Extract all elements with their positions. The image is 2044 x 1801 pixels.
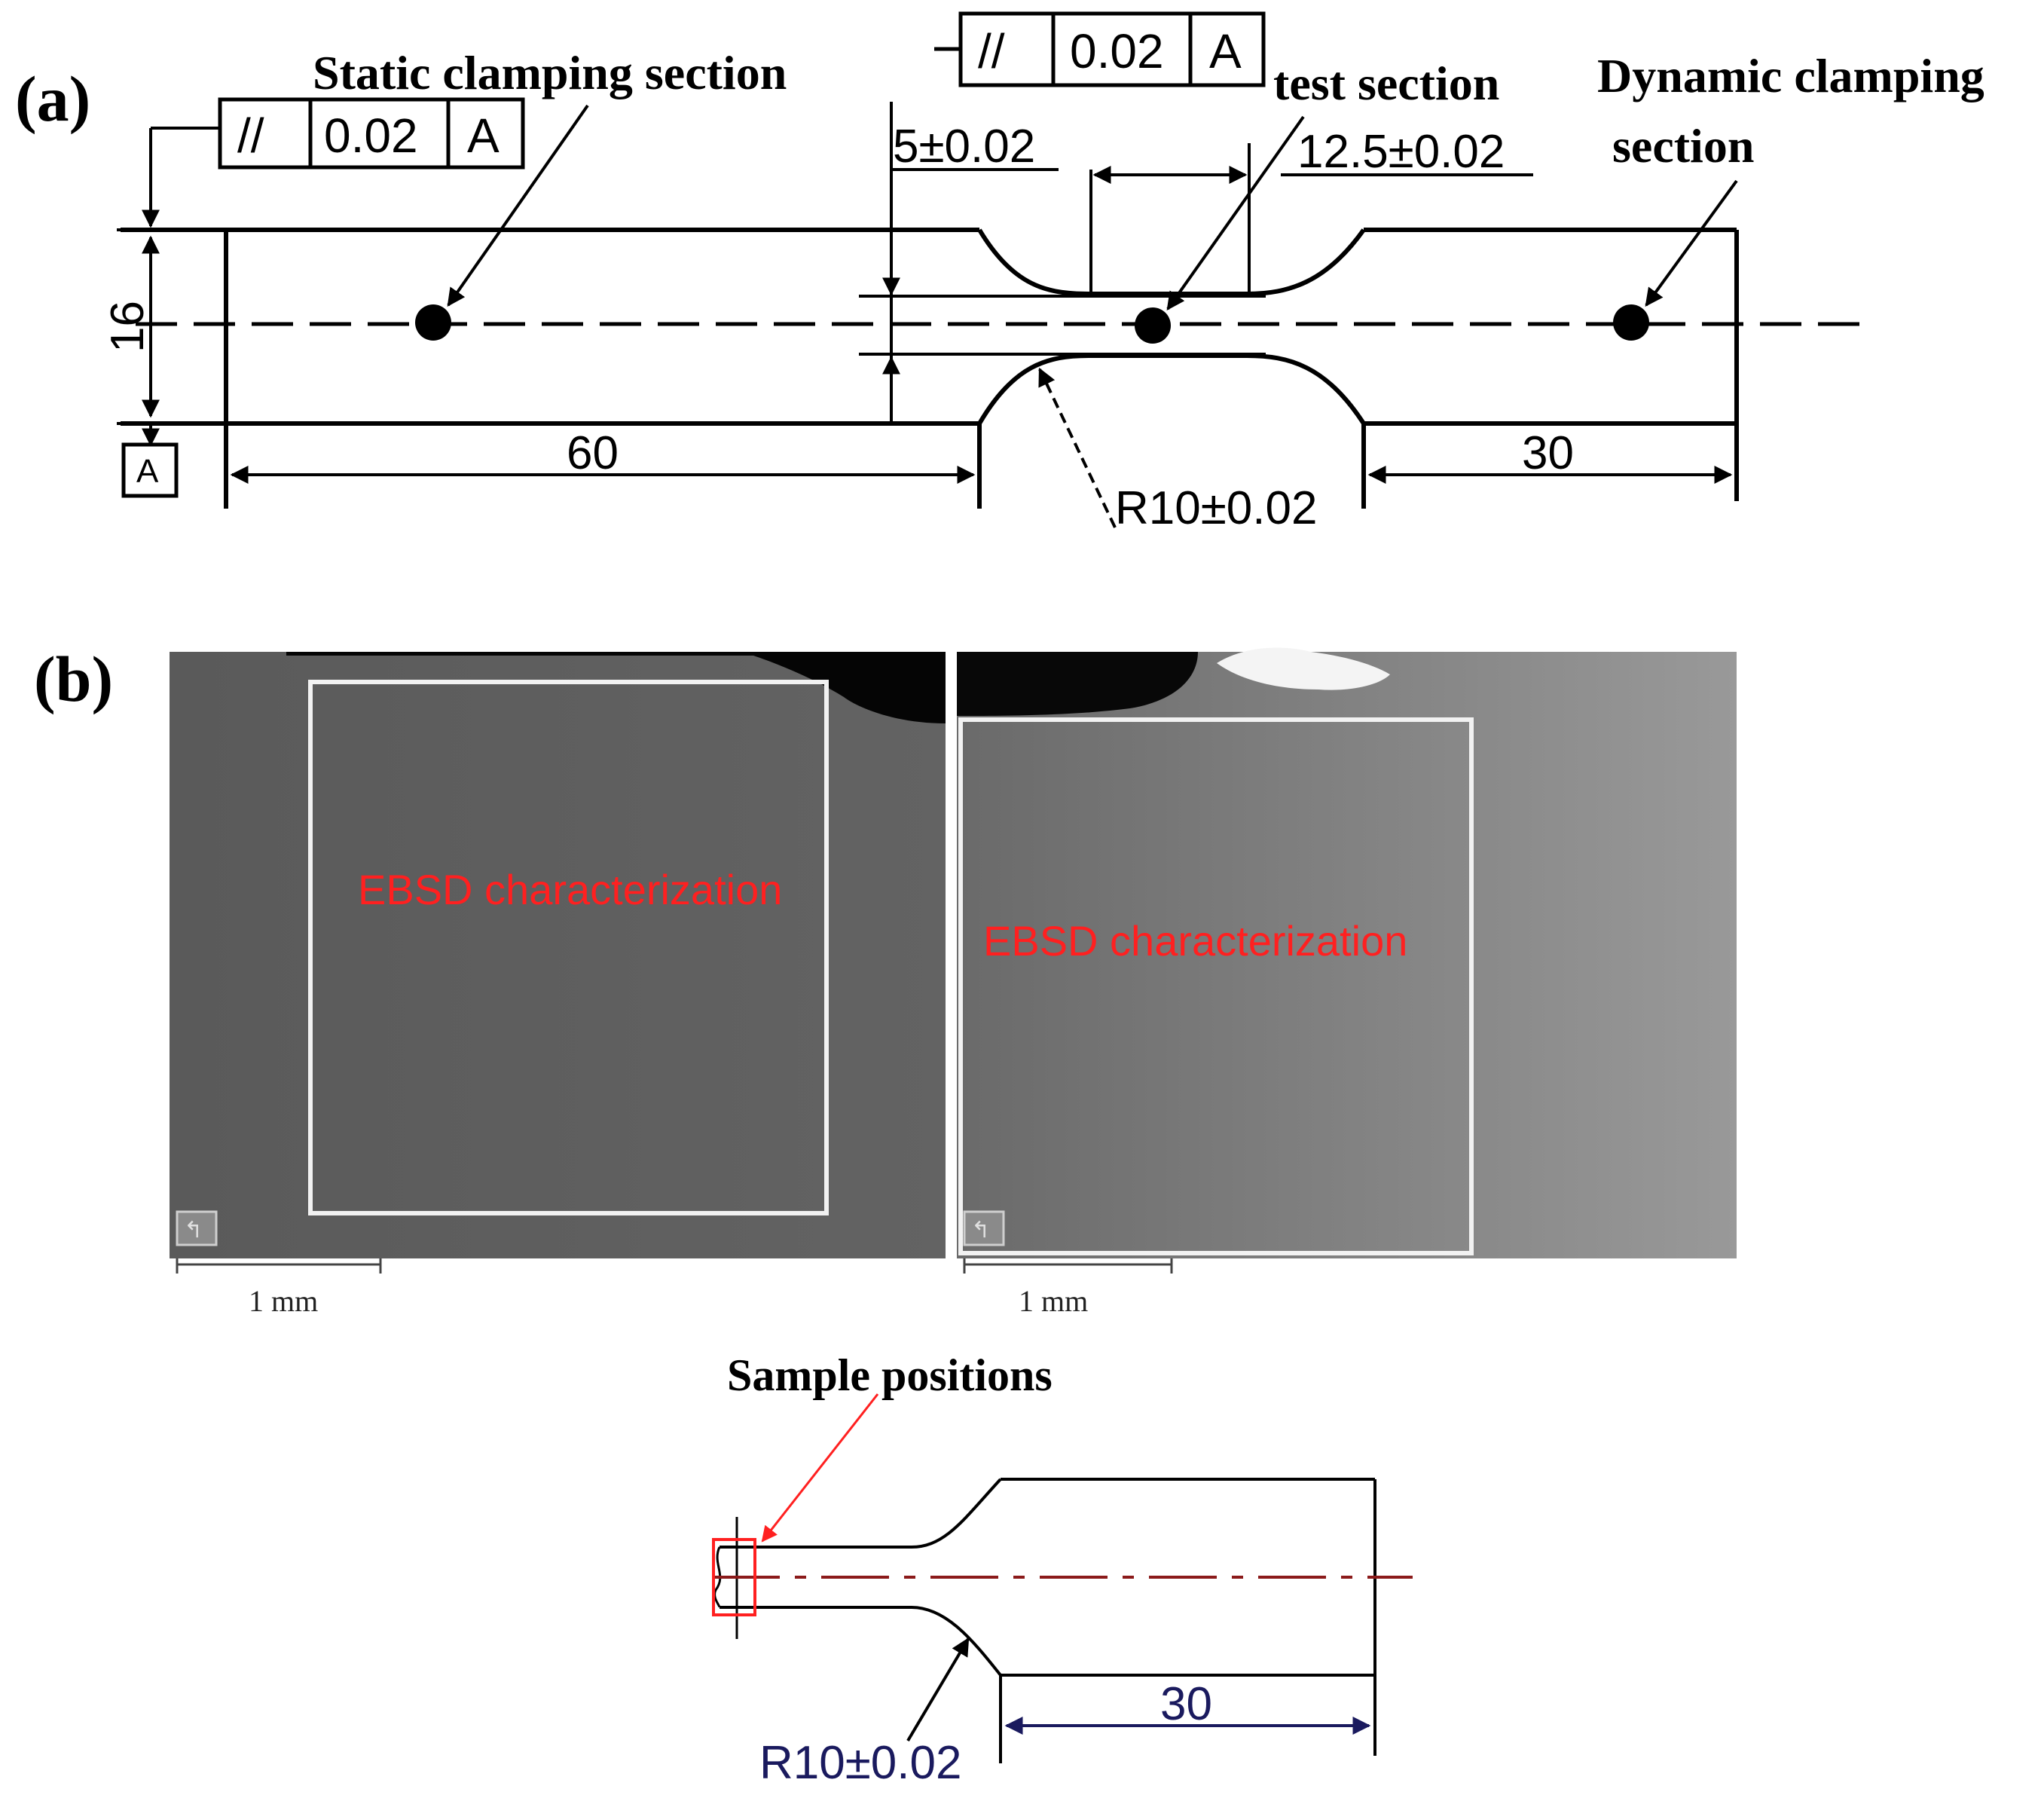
scale-label-left: 1 mm xyxy=(249,1284,318,1318)
micrograph-left: EBSD characterization ↰ xyxy=(170,652,946,1258)
scale-bar-right xyxy=(963,1258,1173,1274)
tolerance-value: 0.02 xyxy=(324,109,418,163)
datum-box xyxy=(121,442,179,498)
radius-leader xyxy=(1038,367,1117,528)
specimen-outline xyxy=(121,102,1739,509)
inset-radius-label: R10±0.02 xyxy=(759,1737,961,1789)
tolerance-datum: A xyxy=(1209,24,1242,78)
ebsd-region-left xyxy=(308,680,829,1215)
test-point xyxy=(1135,307,1171,344)
dynamic-clamping-callout-1: Dynamic clamping xyxy=(1597,49,1984,102)
reset-icon-glyph: ↰ xyxy=(184,1218,203,1243)
ebsd-region-right xyxy=(958,717,1474,1255)
radius-label: R10±0.02 xyxy=(1115,482,1317,534)
inset-specimen xyxy=(713,1478,1376,1763)
ebsd-label-left: EBSD characterization xyxy=(358,866,782,913)
reset-icon xyxy=(176,1210,218,1246)
tolerance-symbol: // xyxy=(978,24,1005,78)
reset-icon-glyph: ↰ xyxy=(971,1218,990,1243)
inset-length-label: 30 xyxy=(1160,1678,1212,1730)
static-leader xyxy=(447,104,589,307)
fillet-start-dimension xyxy=(882,168,1059,392)
static-clamping-callout: Static clamping section xyxy=(313,46,787,99)
static-point xyxy=(415,304,451,341)
tolerance-frame-top: // 0.02 A xyxy=(934,11,1266,87)
test-leader xyxy=(1166,115,1305,310)
width-dim-label: 16 xyxy=(102,301,154,353)
right-length-label: 30 xyxy=(1522,427,1574,479)
test-section-callout: test section xyxy=(1273,57,1499,110)
fillet-start-label: 5±0.02 xyxy=(893,121,1035,173)
tolerance-symbol: // xyxy=(237,109,264,163)
panel-a-label: (a) xyxy=(15,63,90,135)
panel-b-label: (b) xyxy=(34,643,113,715)
tolerance-value: 0.02 xyxy=(1070,24,1164,78)
dynamic-clamping-callout-2: section xyxy=(1612,119,1754,173)
dynamic-leader xyxy=(1645,179,1738,307)
panel-a: (a) Static cla xyxy=(15,11,1984,534)
left-length-label: 60 xyxy=(567,427,619,479)
sample-position-marker xyxy=(712,1538,756,1616)
datum-label: A xyxy=(136,453,159,490)
ebsd-label-right: EBSD characterization xyxy=(983,917,1407,965)
tolerance-datum: A xyxy=(467,109,500,163)
gauge-length-label: 12.5±0.02 xyxy=(1297,126,1505,178)
sample-positions-title: Sample positions xyxy=(727,1350,1053,1400)
dynamic-point xyxy=(1613,304,1649,341)
scale-bar-left xyxy=(176,1258,382,1274)
width-dimension xyxy=(117,127,226,447)
micrograph-right: EBSD characterization ↰ xyxy=(957,647,1737,1258)
inset-radius-leader xyxy=(906,1637,970,1742)
sample-positions-arrow xyxy=(761,1393,879,1543)
panel-b: (b) EBSD characterization ↰ EBSD charact… xyxy=(34,643,1737,1789)
tolerance-frame-left: // 0.02 A xyxy=(218,97,525,170)
reset-icon xyxy=(963,1210,1005,1246)
scale-label-right: 1 mm xyxy=(1019,1284,1088,1318)
